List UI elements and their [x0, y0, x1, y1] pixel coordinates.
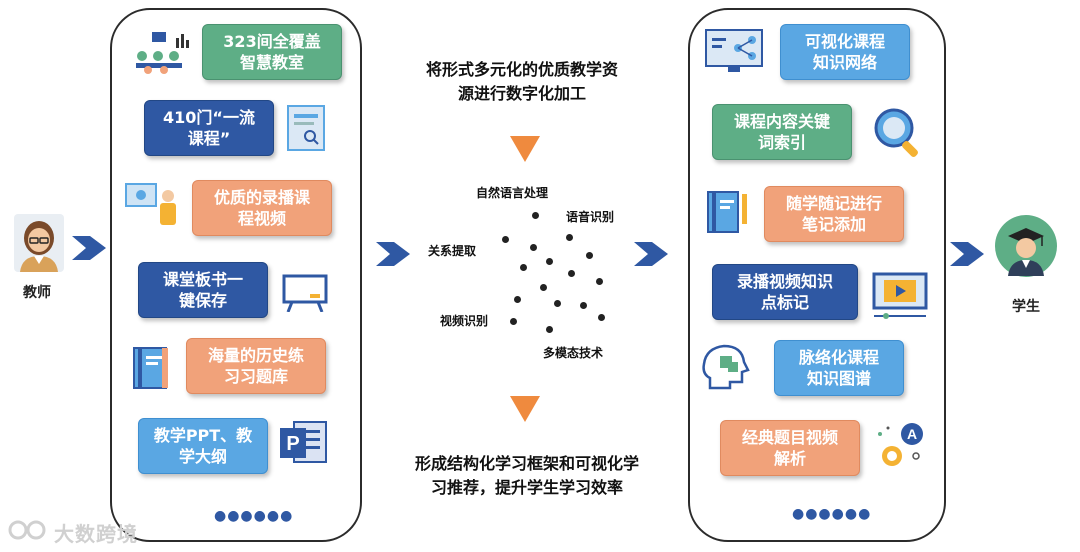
tech-dot — [510, 318, 517, 325]
tech-dot — [566, 234, 573, 241]
right-card-video-markers: 录播视频知识 点标记 — [712, 264, 858, 320]
left-card-ppt-syllabus: 教学PPT、教 学大纲 — [138, 418, 268, 474]
classroom-icon — [136, 32, 189, 74]
right-card-problem-videos: 经典题目视频 解析 — [720, 420, 860, 476]
arrow-center-to-right — [634, 242, 668, 266]
video-player-icon — [872, 272, 928, 319]
down-triangle-top — [510, 136, 540, 162]
center-top-text: 将形式多元化的优质教学资 源进行数字化加工 — [425, 60, 618, 103]
blackboard-icon — [282, 274, 328, 312]
magnifier-icon — [874, 108, 918, 157]
teacher-avatar — [12, 212, 66, 274]
tech-label-relation: 关系提取 — [428, 244, 477, 258]
watermark-text: 大数跨境 — [54, 522, 138, 546]
watermark-logo-icon — [8, 520, 46, 540]
powerpoint-icon: P — [280, 421, 327, 463]
tech-dot — [580, 302, 587, 309]
tech-dot — [568, 270, 575, 277]
tech-dot — [540, 284, 547, 291]
tech-label-speech: 语音识别 — [566, 210, 615, 224]
svg-text:A: A — [907, 426, 917, 442]
tech-dot — [530, 244, 537, 251]
tech-dot — [546, 326, 553, 333]
tech-dot — [586, 252, 593, 259]
tech-dot — [598, 314, 605, 321]
head-puzzle-icon — [702, 344, 750, 390]
tech-label-video: 视频识别 — [440, 314, 489, 328]
tech-label-multimodal: 多模态技术 — [543, 346, 604, 360]
teacher-icon — [14, 214, 64, 272]
left-pagination-dots: ●●●●●● — [214, 508, 294, 524]
left-card-exercise-bank: 海量的历史练 习习题库 — [186, 338, 326, 394]
document-search-icon — [287, 105, 325, 151]
notebook-icon — [133, 347, 168, 389]
tech-dot — [546, 258, 553, 265]
tech-dot — [520, 264, 527, 271]
tech-dot — [514, 296, 521, 303]
arrow-teacher-to-left — [72, 236, 106, 260]
tech-dot — [532, 212, 539, 219]
notebook-pen-icon — [707, 191, 747, 233]
right-card-keyword-index: 课程内容关键 词索引 — [712, 104, 852, 160]
down-triangle-bottom — [510, 396, 540, 422]
tech-dot — [554, 300, 561, 307]
arrow-right-to-student — [950, 242, 984, 266]
right-card-notes: 随学随记进行 笔记添加 — [764, 186, 904, 242]
teacher-label: 教师 — [23, 285, 51, 301]
video-lecture-icon — [125, 183, 176, 225]
left-card-smart-classroom: 323间全覆盖 智慧教室 — [202, 24, 342, 80]
student-avatar — [994, 214, 1058, 278]
svg-text:P: P — [286, 433, 299, 455]
center-bottom-text: 形成结构化学习框架和可视化学 习推荐，提升学生学习效率 — [414, 454, 639, 497]
right-card-visual-network: 可视化课程 知识网络 — [780, 24, 910, 80]
right-pagination-dots: ●●●●●● — [792, 506, 872, 522]
right-card-knowledge-graph: 脉络化课程 知识图谱 — [774, 340, 904, 396]
arrow-left-to-center — [376, 242, 410, 266]
student-label: 学生 — [1012, 299, 1040, 315]
student-icon — [995, 215, 1057, 277]
left-card-first-class-courses: 410门“一流 课程” — [144, 100, 274, 156]
tech-label-nlp: 自然语言处理 — [476, 186, 549, 200]
tech-dot — [596, 278, 603, 285]
ai-assistant-icon: A — [878, 423, 923, 466]
left-card-recorded-videos: 优质的录播课 程视频 — [192, 180, 332, 236]
left-card-blackboard-save: 课堂板书一 键保存 — [138, 262, 268, 318]
network-screen-icon — [705, 29, 763, 72]
tech-dot — [502, 236, 509, 243]
